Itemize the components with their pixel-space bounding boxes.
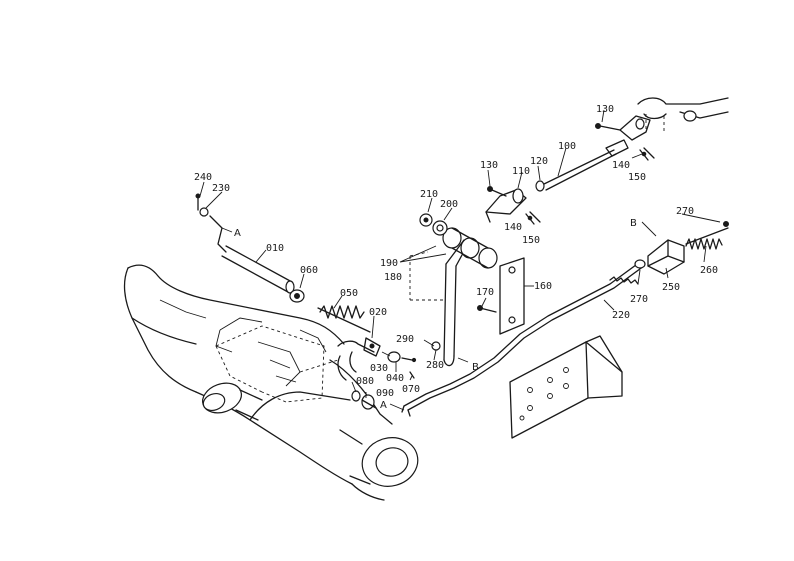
label-180: 180 (384, 272, 402, 283)
leader-lines (199, 109, 721, 411)
label-290: 290 (396, 334, 414, 345)
bolt-130-upper (595, 123, 621, 131)
part-number-labels: 240 230 010 060 050 020 030 040 070 080 … (194, 104, 718, 399)
label-020: 020 (369, 307, 387, 318)
label-130-upper: 130 (596, 104, 614, 115)
label-050: 050 (340, 288, 358, 299)
label-160: 160 (534, 281, 552, 292)
label-150-lower: 150 (522, 235, 540, 246)
label-010: 010 (266, 243, 284, 254)
rod-220 (401, 261, 645, 417)
label-190: 190 (380, 258, 398, 269)
label-080: 080 (356, 376, 374, 387)
spring-050 (317, 305, 371, 333)
label-220: 220 (612, 310, 630, 321)
lever-180 (409, 239, 469, 367)
ref-b-top: B (630, 218, 637, 229)
label-170: 170 (476, 287, 494, 298)
spring-260 (685, 227, 729, 250)
plate-160 (499, 257, 525, 335)
label-240: 240 (194, 172, 212, 183)
label-030: 030 (370, 363, 388, 374)
ref-a-top: A (234, 228, 241, 239)
label-100: 100 (558, 141, 576, 152)
upper-yoke (619, 97, 729, 141)
label-140-lower: 140 (504, 222, 522, 233)
label-090: 090 (376, 388, 394, 399)
clip-140-150-lower (525, 211, 541, 225)
mounting-bracket (509, 335, 623, 439)
label-280: 280 (426, 360, 444, 371)
label-040: 040 (386, 373, 404, 384)
ref-b-bottom: B (472, 362, 479, 373)
clip-140-150-upper (639, 147, 655, 161)
label-150-upper: 150 (628, 172, 646, 183)
label-140-upper: 140 (612, 160, 630, 171)
washers-200-210 (419, 213, 448, 236)
small-parts-030-070 (387, 351, 417, 379)
bolt-170 (477, 305, 497, 313)
ref-a-bottom: A (380, 400, 387, 411)
axle-housing (123, 264, 419, 501)
label-260: 260 (700, 265, 718, 276)
label-250: 250 (662, 282, 680, 293)
label-270-top: 270 (676, 206, 694, 217)
fork-020 (299, 337, 381, 381)
rod-100 (535, 139, 629, 192)
label-200: 200 (440, 199, 458, 210)
label-210: 210 (420, 189, 438, 200)
bushings-190 (442, 227, 498, 269)
label-230: 230 (212, 183, 230, 194)
bolt-130-lower (487, 186, 507, 197)
label-110: 110 (512, 166, 530, 177)
bolt-080-090 (351, 390, 377, 410)
reference-letters: A A B B (234, 218, 637, 411)
label-070: 070 (402, 384, 420, 395)
nut-270 (609, 221, 729, 285)
label-120: 120 (530, 156, 548, 167)
label-130-lower: 130 (480, 160, 498, 171)
label-270-bottom: 270 (630, 294, 648, 305)
link-110 (485, 188, 527, 223)
lever-010-assembly (195, 193, 305, 303)
label-060: 060 (300, 265, 318, 276)
clevis-250 (647, 239, 685, 275)
